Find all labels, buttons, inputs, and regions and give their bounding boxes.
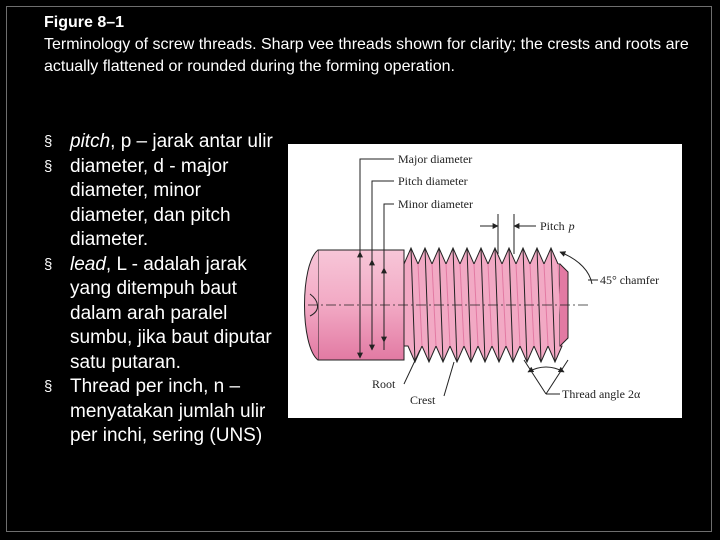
thread-angle-arc (527, 366, 565, 373)
thread-angle-ray-left (523, 359, 547, 395)
thread-crest-line (466, 247, 472, 363)
bullet-term: lead (70, 253, 106, 275)
label-root: Root (372, 377, 396, 391)
thread-crest-line (550, 247, 556, 363)
root-leader (403, 349, 421, 385)
crest-leader (443, 361, 455, 397)
bullet-text: , L - adalah jarak yang ditempuh baut da… (70, 253, 272, 373)
chamfer-annotation (559, 251, 598, 285)
bullet-item-diameter: § diameter, d - major diameter, minor dia… (44, 155, 284, 253)
figure-caption: Figure 8–1 Terminology of screw threads.… (44, 12, 694, 78)
bullet-item-lead: § lead, L - adalah jarak yang ditempuh ba… (44, 253, 284, 376)
bullet-term: pitch (70, 131, 111, 152)
bullet-list: § pitch, p – jarak antar ulir § diameter, … (44, 130, 284, 449)
label-minor-diameter: Minor diameter (398, 197, 473, 211)
slide-frame (6, 6, 712, 532)
pitch-dimension (480, 214, 536, 254)
screw-thread-diagram: Major diameter Pitch diameter Minor diam… (288, 144, 682, 418)
bullet-marker: § (44, 378, 53, 395)
label-crest: Crest (410, 393, 436, 407)
screw-thread-svg: Major diameter Pitch diameter Minor diam… (304, 152, 659, 407)
label-chamfer: 45° chamfer (600, 273, 659, 287)
label-pitch-symbol: p (568, 219, 575, 233)
thread-root-line (501, 263, 507, 347)
bullet-item-thread-per-inch: § Thread per inch, n – menyatakan jumlah … (44, 375, 284, 449)
thread-root-line (515, 263, 521, 347)
label-pitch-diameter: Pitch diameter (398, 174, 468, 188)
thread-angle-ray-right (545, 359, 569, 395)
thread-crest-line (424, 247, 430, 363)
chamfer-arc (559, 251, 593, 285)
label-major-diameter: Major diameter (398, 152, 472, 166)
diameter-leaders (357, 158, 394, 359)
bullet-text: Thread per inch, n – menyatakan jumlah u… (70, 376, 266, 446)
caption-text: Terminology of screw threads. Sharp vee … (44, 36, 689, 75)
bullet-text: , p – jarak antar ulir (110, 131, 273, 152)
bullet-marker: § (44, 255, 53, 273)
label-pitch-word: Pitch (540, 219, 565, 233)
label-thread-angle: Thread angle 2α (562, 387, 641, 401)
bullet-text: diameter, d - major diameter, minor diam… (70, 155, 231, 251)
figure-number: Figure 8–1 (44, 14, 125, 31)
bullet-marker: § (44, 157, 53, 175)
bullet-marker: § (44, 133, 53, 150)
bullet-item-pitch: § pitch, p – jarak antar ulir (44, 130, 284, 155)
thread-angle-annotation (523, 359, 569, 395)
